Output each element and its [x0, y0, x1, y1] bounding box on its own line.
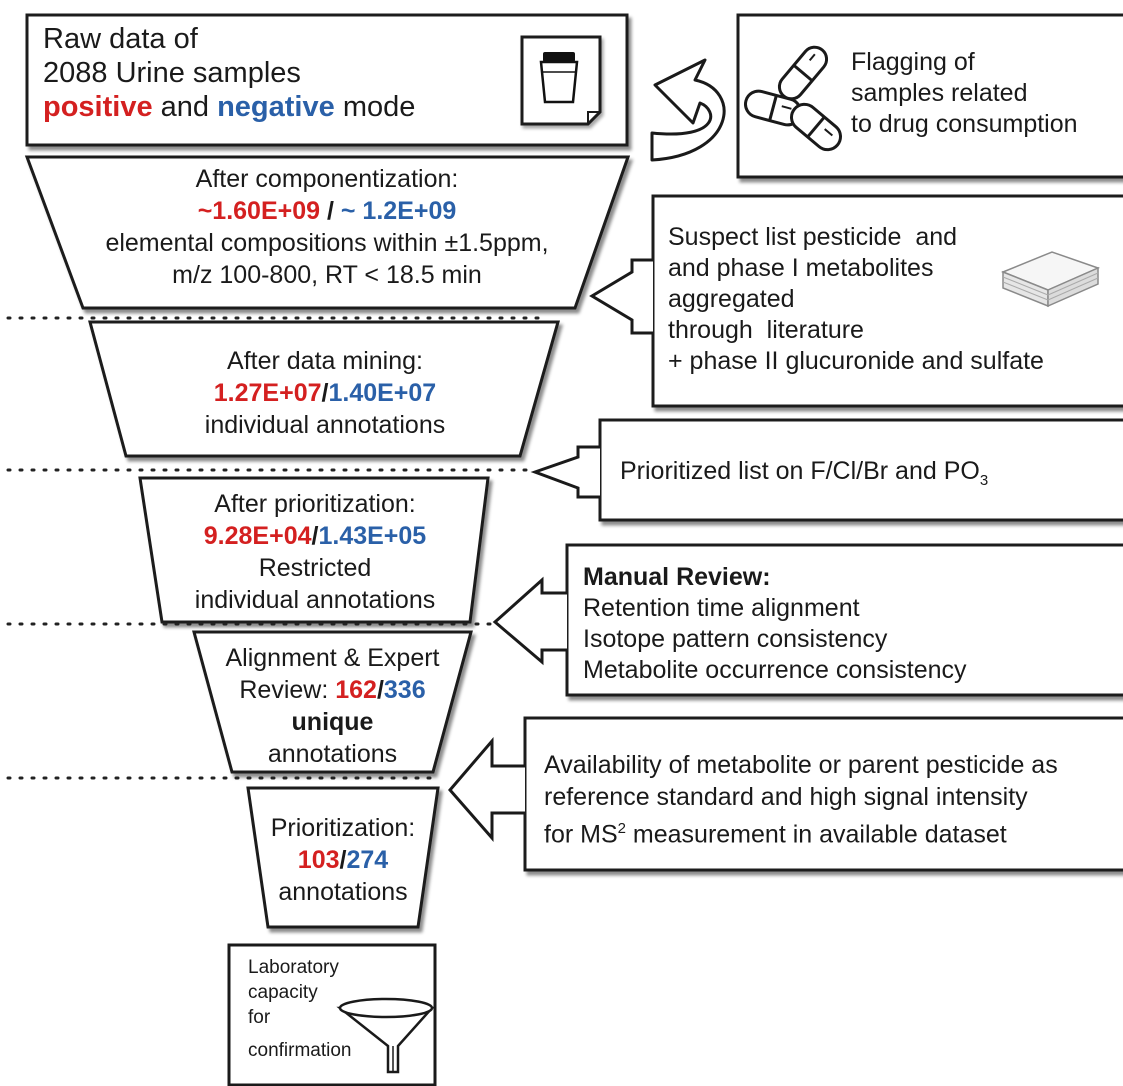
stage5-title: Prioritization:: [270, 814, 416, 842]
stage4-counts: Review: 162/336: [200, 674, 465, 706]
stage3-counts: 9.28E+04/1.43E+05: [150, 520, 480, 552]
manual-review-title: Manual Review:: [583, 563, 771, 591]
stage3-negative-count: 1.43E+05: [318, 522, 427, 550]
stage2-counts: 1.27E+07/1.40E+07: [110, 377, 540, 409]
stage3-separator: /: [311, 522, 319, 550]
stage1-line3: elemental compositions within ±1.5ppm,: [105, 229, 549, 257]
stage2-line3: individual annotations: [204, 411, 446, 439]
prioritized-arrow-shape: [530, 445, 600, 499]
stage1-counts: ~1.60E+09 / ~ 1.2E+09: [57, 195, 597, 227]
stage2-positive-count: 1.27E+07: [213, 379, 322, 407]
manual-review-text: Manual Review: Retention time alignment …: [583, 562, 967, 686]
laboratory-line1: Laboratory: [248, 957, 339, 978]
stage1-title: After componentization:: [195, 165, 459, 193]
raw-data-line1: Raw data of: [43, 23, 198, 55]
stage-final-prioritization-trapezoid: [246, 786, 440, 929]
availability-line3: for MS2 measurement in available dataset: [544, 813, 1058, 850]
laboratory-line4: confirmation: [248, 1040, 352, 1061]
suspect-arrow-shape: [589, 258, 653, 335]
suspect-line5: + phase II glucuronide and sulfate: [668, 347, 1044, 375]
raw-data-text: Raw data of 2088 Urine samples positive …: [43, 22, 415, 124]
funnel-icon: [336, 997, 435, 1074]
availability-line2: reference standard and high signal inten…: [544, 783, 1028, 811]
prioritized-list-text: Prioritized list on F/Cl/Br and PO3: [620, 456, 988, 496]
manual-review-arrow-shape: [492, 576, 567, 666]
flagging-line2: samples related: [851, 79, 1028, 107]
laboratory-text: Laboratory capacity for confirmation: [248, 955, 352, 1063]
stage4-line3: unique: [291, 708, 374, 736]
stage-alignment-trapezoid: [192, 630, 473, 774]
stage3-title: After prioritization:: [214, 490, 416, 518]
pills-icon: [744, 45, 842, 152]
stage3-line3: Restricted: [258, 554, 372, 582]
manual-review-item2: Isotope pattern consistency: [583, 625, 888, 653]
prioritized-label: Prioritized list on F/Cl/Br and PO: [620, 457, 980, 485]
raw-data-line2: 2088 Urine samples: [43, 57, 301, 89]
suspect-line2: and phase I metabolites: [668, 254, 934, 282]
availability-line3-start: for MS: [544, 820, 618, 849]
stage5-positive-count: 103: [297, 846, 340, 874]
stage-componentization-trapezoid: [24, 155, 631, 310]
manual-review-box: [565, 543, 1123, 697]
stage1-text: After componentization: ~1.60E+09 / ~ 1.…: [57, 163, 597, 291]
positive-mode-label: positive: [43, 91, 153, 123]
prioritized-line: Prioritized list on F/Cl/Br and PO3: [620, 456, 988, 496]
prioritized-list-box: [598, 418, 1123, 522]
suspect-list-text: Suspect list pesticide and and phase I m…: [668, 222, 1044, 377]
cycle-arrow-icon: [650, 58, 726, 162]
stage2-negative-count: 1.40E+07: [328, 379, 437, 407]
suspect-line3: aggregated: [668, 285, 795, 313]
prioritized-subscript: 3: [979, 472, 989, 489]
stage1-negative-count: ~ 1.2E+09: [340, 197, 457, 225]
urine-sample-cup-icon: [520, 35, 602, 126]
stage4-line1: Alignment & Expert: [225, 644, 440, 672]
raw-data-line3: positive and negative mode: [43, 90, 415, 124]
manual-review-item1: Retention time alignment: [583, 594, 860, 622]
stage5-text: Prioritization: 103/274 annotations: [250, 812, 436, 908]
availability-text: Availability of metabolite or parent pes…: [544, 749, 1058, 850]
stage5-negative-count: 274: [346, 846, 389, 874]
availability-line3-end: measurement in available dataset: [625, 820, 1007, 849]
availability-superscript: 2: [617, 820, 626, 837]
stage3-line4: individual annotations: [194, 586, 436, 614]
stage5-line3: annotations: [278, 878, 408, 906]
stage2-text: After data mining: 1.27E+07/1.40E+07 ind…: [110, 345, 540, 441]
negative-mode-label: negative: [217, 91, 335, 123]
stage5-counts: 103/274: [250, 844, 436, 876]
stage1-line4: m/z 100-800, RT < 18.5 min: [172, 261, 482, 289]
stage4-line4: annotations: [267, 740, 398, 768]
flagging-box: [736, 13, 1123, 179]
stage4-positive-count: 162: [335, 676, 377, 704]
stage2-title: After data mining:: [227, 347, 423, 375]
stage-data-mining-trapezoid: [88, 320, 560, 458]
laboratory-line2: capacity: [248, 982, 318, 1003]
stage2-separator: /: [321, 379, 329, 407]
suspect-line1: Suspect list pesticide and: [668, 223, 958, 251]
stage4-text: Alignment & Expert Review: 162/336 uniqu…: [200, 642, 465, 770]
and-label: and: [152, 91, 218, 123]
paper-stack-icon: [1000, 251, 1101, 308]
availability-arrow-shape: [448, 736, 525, 842]
stage3-positive-count: 9.28E+04: [203, 522, 312, 550]
suspect-line4: through literature: [668, 316, 864, 344]
flagging-line3: to drug consumption: [851, 110, 1078, 138]
stage4-separator: /: [376, 676, 384, 704]
laboratory-line3: for: [248, 1007, 271, 1028]
flagging-text: Flagging of samples related to drug cons…: [851, 47, 1078, 140]
manual-review-item3: Metabolite occurrence consistency: [583, 656, 967, 684]
stage5-separator: /: [339, 846, 347, 874]
stage1-separator: /: [320, 197, 341, 225]
availability-line1: Availability of metabolite or parent pes…: [544, 751, 1058, 779]
flagging-line1: Flagging of: [851, 48, 975, 76]
stage1-positive-count: ~1.60E+09: [197, 197, 321, 225]
stage4-review-label: Review:: [239, 676, 336, 704]
stage-prioritization-trapezoid: [138, 476, 490, 624]
mode-label: mode: [334, 91, 416, 123]
stage4-negative-count: 336: [383, 676, 426, 704]
stage3-text: After prioritization: 9.28E+04/1.43E+05 …: [150, 488, 480, 616]
